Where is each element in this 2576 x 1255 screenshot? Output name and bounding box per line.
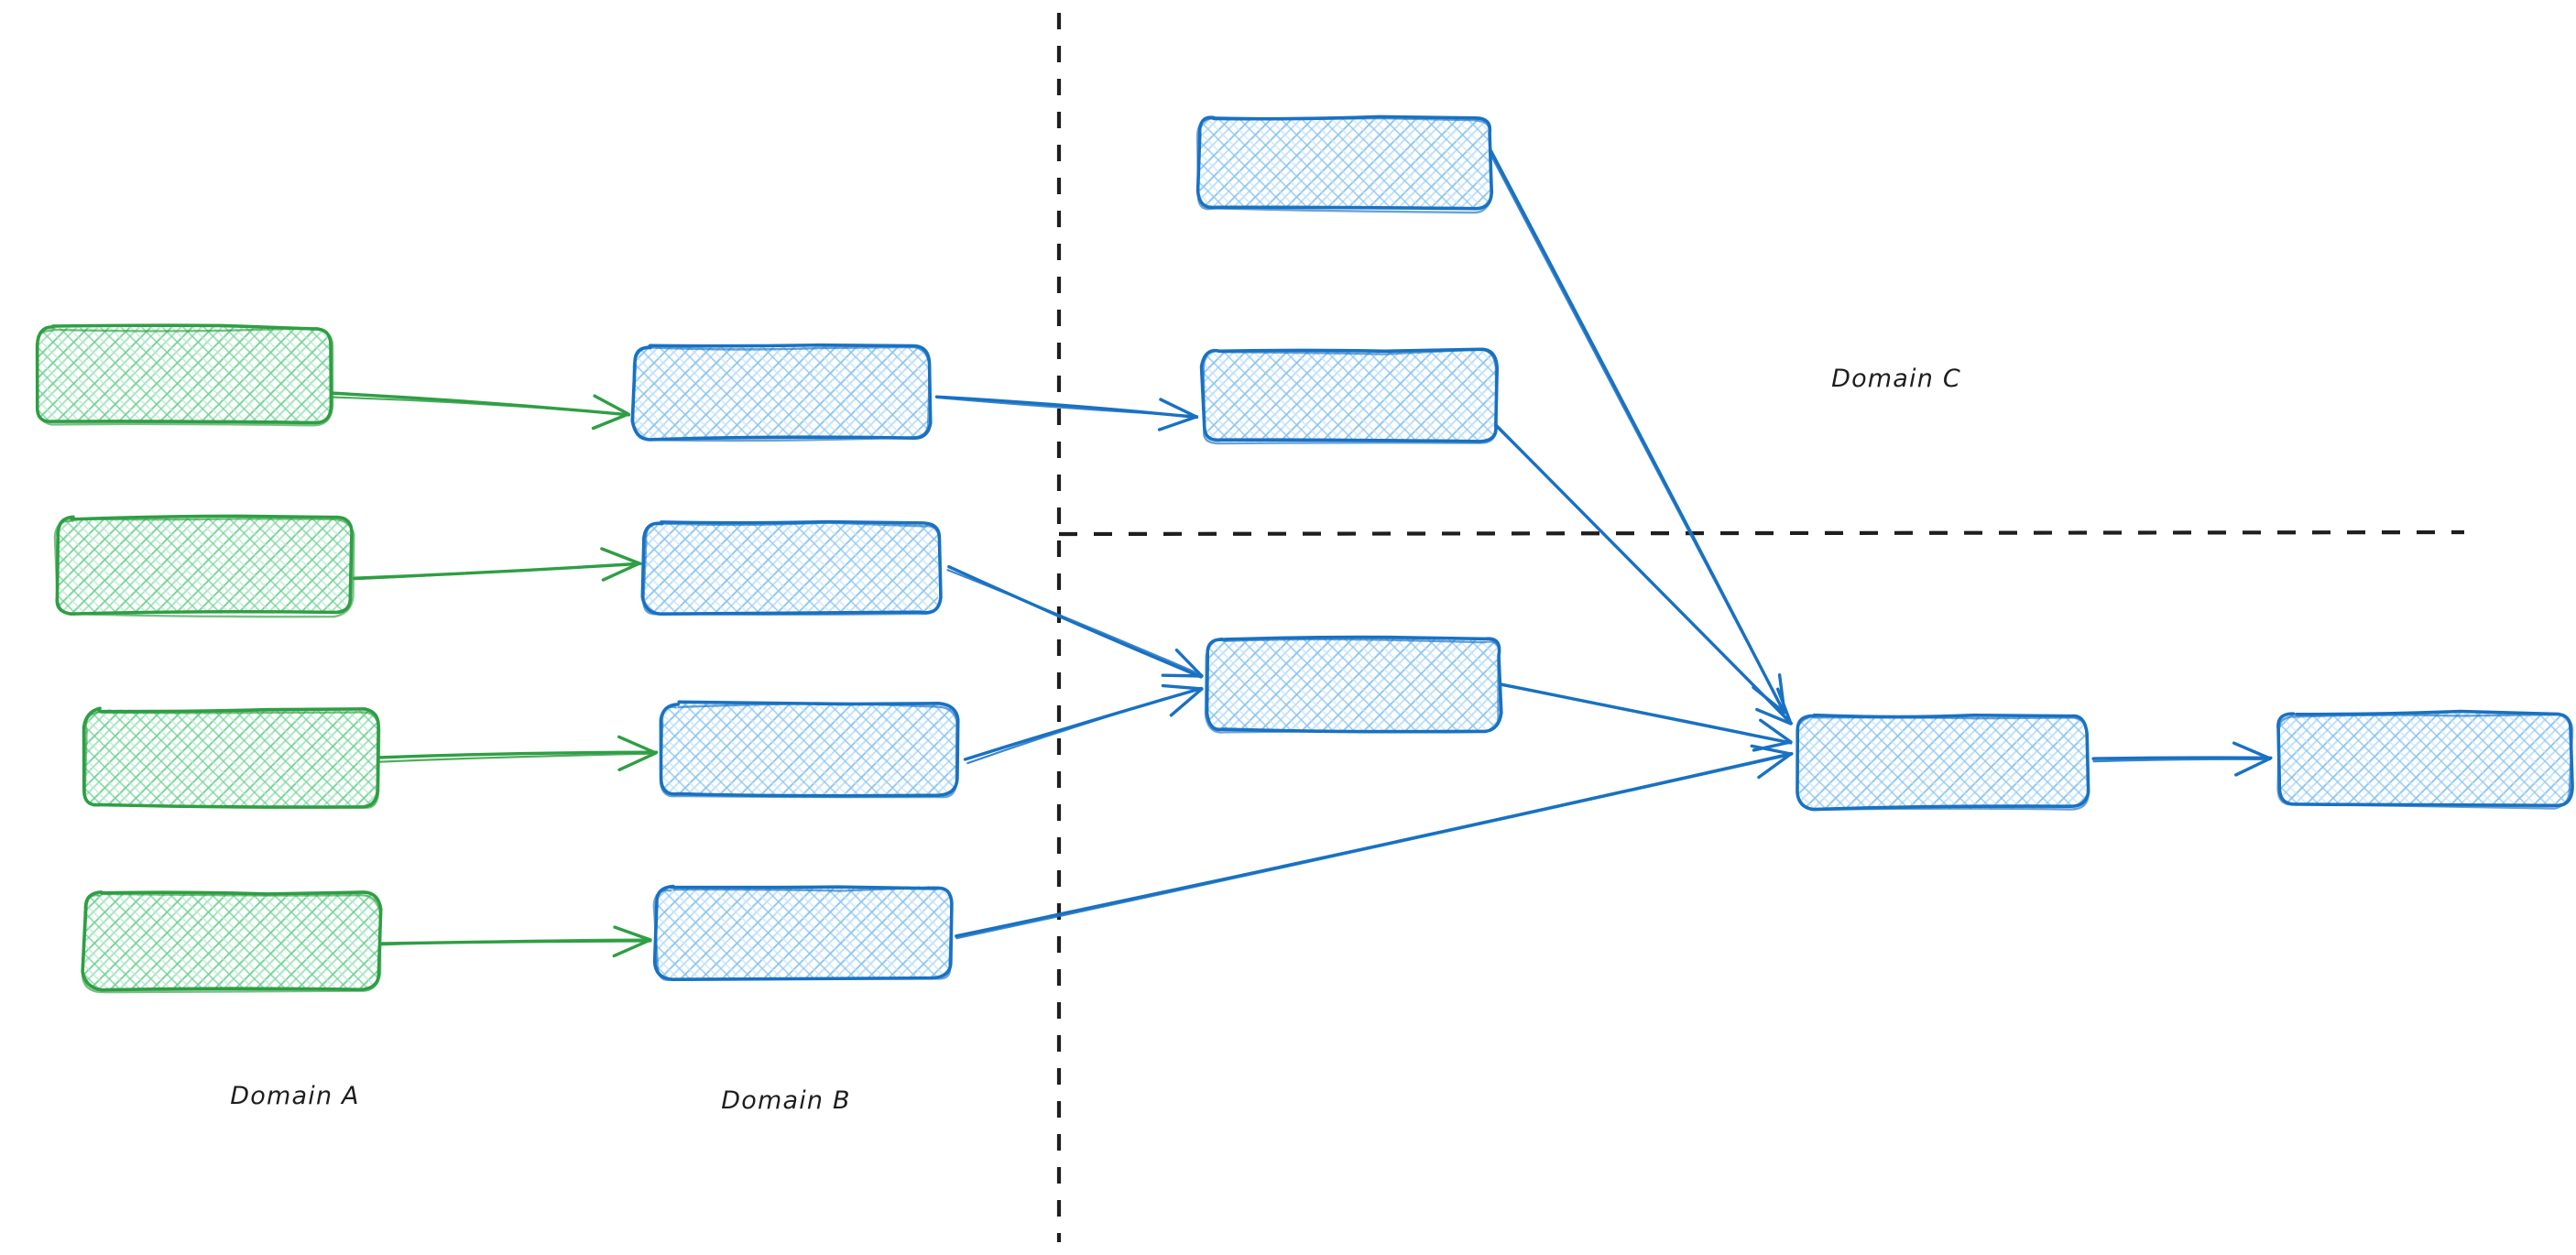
- connector-b1-to-c2: [934, 395, 1199, 431]
- node-a2[interactable]: [53, 514, 355, 618]
- node-a4[interactable]: [81, 889, 383, 994]
- connector-a3-to-b3: [376, 735, 659, 771]
- connector-a2-to-b2: [353, 547, 642, 582]
- connector-b2-to-c3: [946, 565, 1204, 679]
- node-hub[interactable]: [1796, 713, 2090, 812]
- domain-dividers: [1056, 13, 2465, 1242]
- connector-a4-to-b4: [375, 925, 652, 958]
- connector-a1-to-b1: [329, 391, 631, 431]
- node-a1[interactable]: [35, 323, 334, 427]
- node-c3[interactable]: [1204, 635, 1503, 734]
- horizontal-domain-divider: [1058, 529, 2465, 537]
- node-c1[interactable]: [1195, 115, 1494, 214]
- connector-c3-to-hub: [1496, 682, 1793, 752]
- node-out[interactable]: [2276, 709, 2574, 810]
- node-a3[interactable]: [82, 706, 381, 809]
- node-layer: [35, 115, 2574, 994]
- node-b4[interactable]: [652, 884, 954, 981]
- connector-layer: [329, 143, 2273, 958]
- label-domain-b: Domain B: [721, 1086, 850, 1115]
- node-b2[interactable]: [640, 519, 943, 617]
- domain-label-layer: Domain A Domain B Domain C: [230, 365, 1961, 1115]
- node-c2[interactable]: [1199, 347, 1500, 445]
- node-b1[interactable]: [630, 343, 933, 442]
- connector-hub-to-out: [2091, 741, 2273, 777]
- node-b3[interactable]: [659, 700, 960, 799]
- label-domain-c: Domain C: [1831, 365, 1961, 393]
- connector-c1-to-hub: [1485, 143, 1786, 715]
- label-domain-a: Domain A: [230, 1082, 359, 1110]
- connector-b3-to-c3: [963, 683, 1204, 765]
- connector-c2-to-hub: [1490, 420, 1793, 726]
- connector-b4-to-hub: [955, 744, 1794, 940]
